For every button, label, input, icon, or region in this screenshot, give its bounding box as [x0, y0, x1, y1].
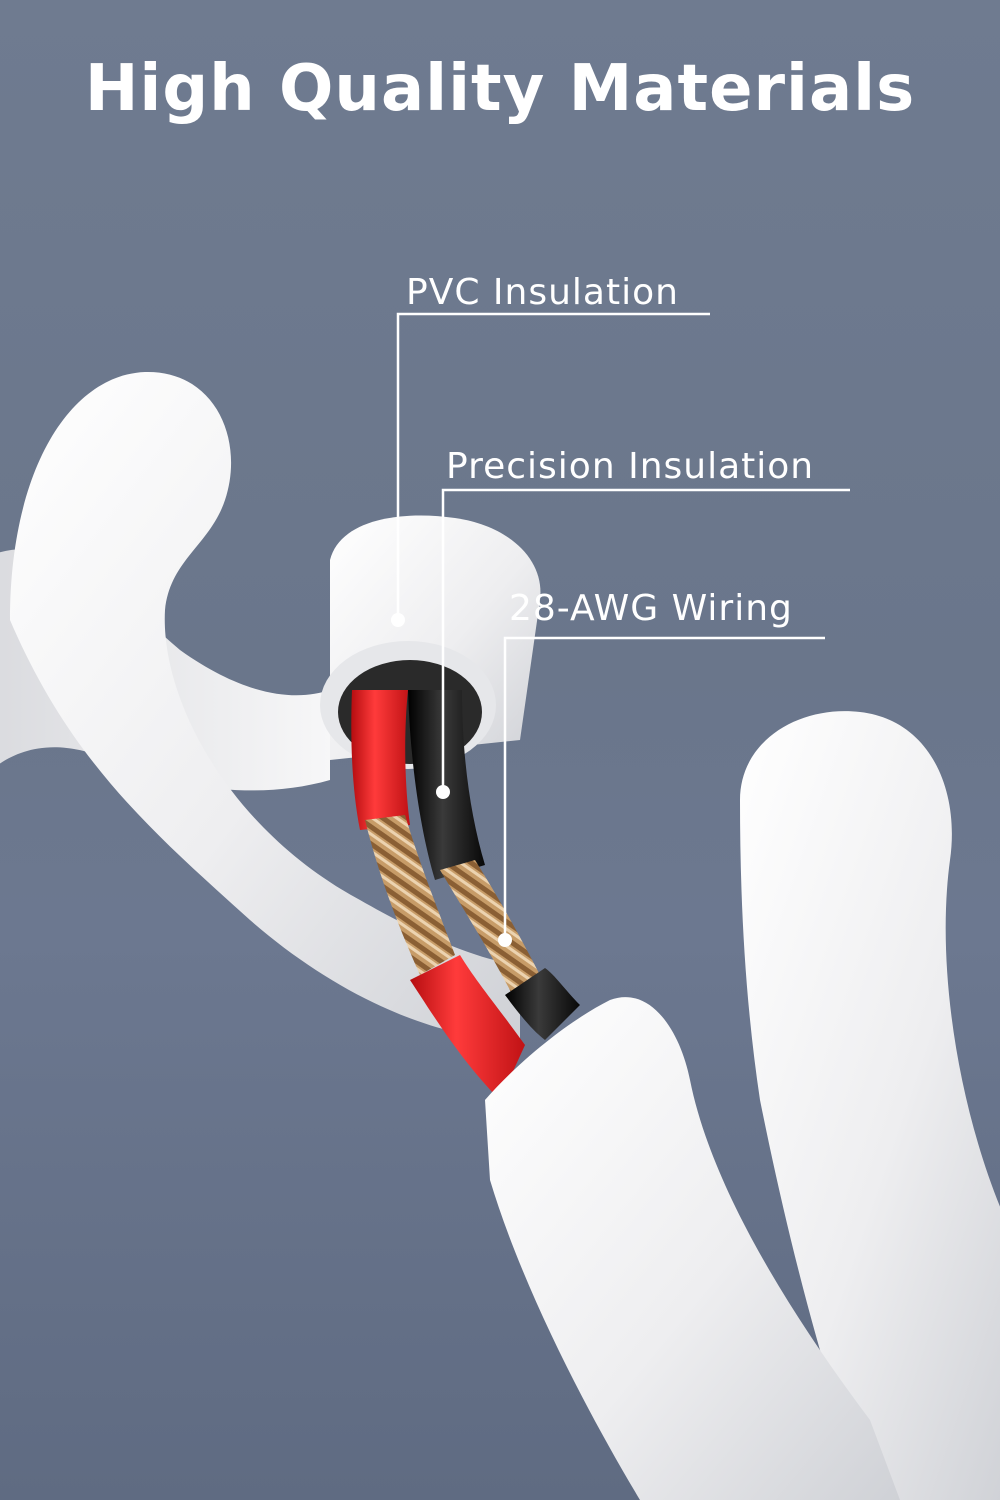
callout-label-precision-insulation: Precision Insulation	[446, 446, 815, 487]
callout-line-pvc	[396, 312, 710, 620]
cable-arc-left	[10, 371, 520, 1040]
callout-lines	[396, 312, 850, 940]
callout-dots	[391, 613, 512, 947]
black-wire	[408, 690, 580, 1040]
callout-line-awg	[503, 636, 825, 940]
callout-label-28-awg-wiring: 28-AWG Wiring	[509, 588, 793, 629]
callout-dot-precision	[436, 785, 450, 799]
callout-label-pvc-insulation: PVC Insulation	[406, 272, 679, 313]
callout-dot-pvc	[391, 613, 405, 627]
cable-loop-right	[740, 711, 1000, 1500]
red-wire	[351, 690, 525, 1100]
cable-cut-end-lower	[485, 997, 900, 1500]
callout-dot-awg	[498, 933, 512, 947]
callout-line-precision	[441, 488, 850, 792]
headline: High Quality Materials	[84, 52, 916, 126]
